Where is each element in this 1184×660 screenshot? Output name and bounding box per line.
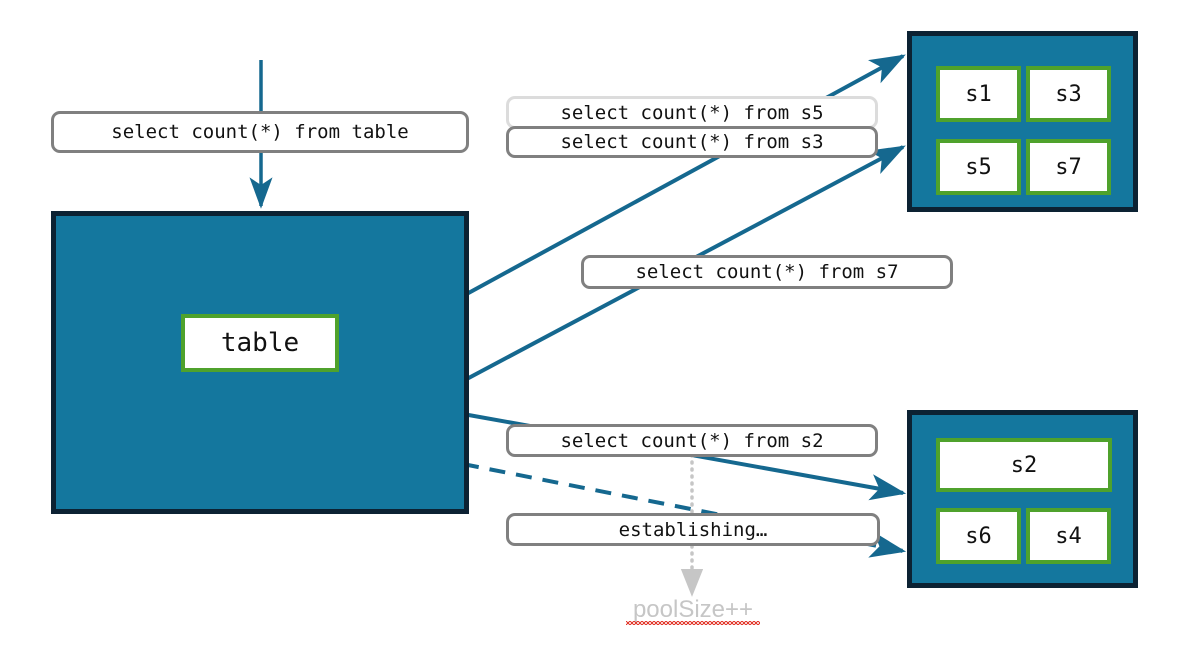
poolsize-annotation: poolSize++ [626,596,760,625]
query-label-s7[interactable]: select count(*) from s7 [581,255,953,289]
server-node-s4[interactable]: s4 [1026,508,1111,564]
label-establishing[interactable]: establishing… [506,513,880,546]
server-node-s7[interactable]: s7 [1026,139,1111,195]
server-node-s5[interactable]: s5 [936,139,1021,195]
server-node-s3[interactable]: s3 [1026,66,1111,122]
query-label-s3[interactable]: select count(*) from s3 [506,126,878,158]
server-node-s1[interactable]: s1 [936,66,1021,122]
server-node-s2[interactable]: s2 [936,438,1112,492]
query-label-s5[interactable]: select count(*) from s5 [506,96,878,129]
table-node[interactable]: table [181,314,339,372]
poolsize-text: poolSize++ [632,596,754,623]
server-node-s6[interactable]: s6 [936,508,1021,564]
query-label-s2[interactable]: select count(*) from s2 [506,424,878,457]
spellcheck-squiggle-icon [626,621,760,625]
query-label-table[interactable]: select count(*) from table [51,111,469,153]
